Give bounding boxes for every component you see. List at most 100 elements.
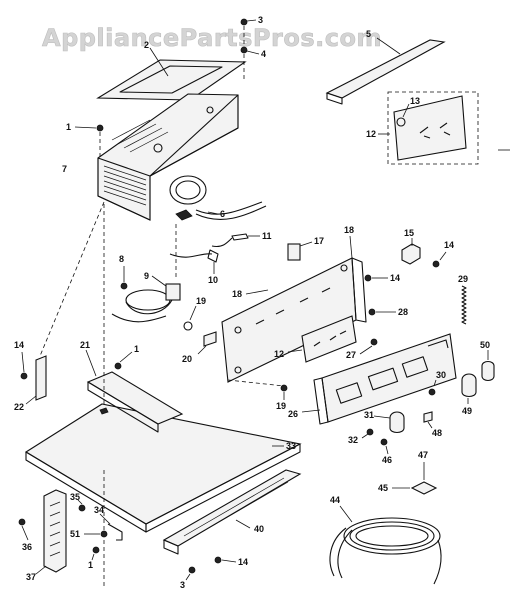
callout-14: 14 (14, 340, 24, 350)
knob-part-15 (401, 238, 421, 265)
callout-18: 18 (232, 289, 242, 299)
callout-13: 13 (410, 96, 420, 106)
clip-part-10 (169, 249, 219, 274)
screw-part-1-mid (114, 351, 133, 370)
callout-35: 35 (70, 492, 80, 502)
connector-part-17 (287, 241, 313, 261)
callout-31: 31 (364, 410, 374, 420)
callout-6: 6 (220, 209, 225, 219)
callout-40: 40 (254, 524, 264, 534)
base-pan (24, 403, 302, 533)
assembly-guide-lines (39, 132, 285, 588)
screw-part-3-bottom (185, 566, 196, 581)
callout-3: 3 (180, 580, 185, 590)
knob-part-49 (461, 373, 477, 404)
callout-51: 51 (70, 529, 80, 539)
top-cover-plate (96, 47, 247, 101)
callout-47: 47 (418, 450, 428, 460)
callout-8: 8 (119, 254, 124, 264)
trim-strip (325, 37, 446, 105)
callout-26: 26 (288, 409, 298, 419)
knob-part-50 (481, 350, 495, 382)
screw-part-14-bottom (214, 556, 237, 564)
side-bracket (20, 351, 47, 405)
screw-part-46 (380, 438, 389, 455)
housing-with-grille (97, 93, 239, 221)
screw-part-35 (77, 499, 86, 512)
callout-36: 36 (22, 542, 32, 552)
callout-10: 10 (208, 275, 218, 285)
callout-11: 11 (262, 231, 272, 241)
callout-17: 17 (314, 236, 324, 246)
callout-29: 29 (458, 274, 468, 284)
power-cord (329, 505, 442, 585)
fan-motor-coil (169, 175, 267, 221)
callout-19: 19 (276, 401, 286, 411)
front-control-panel (301, 333, 457, 425)
callout-45: 45 (378, 483, 388, 493)
knob-part-31 (373, 411, 405, 434)
decal-inset (378, 91, 479, 165)
screw-part-4-top (240, 26, 260, 80)
screw-part-28 (368, 308, 396, 316)
screw-part-1-bottom (91, 546, 100, 561)
callout-18: 18 (344, 225, 354, 235)
callout-34: 34 (94, 505, 104, 515)
spring-part-29 (461, 285, 467, 325)
screw-part-32 (361, 428, 374, 439)
callout-37: 37 (26, 572, 36, 582)
callout-4: 4 (261, 49, 266, 59)
callout-30: 30 (436, 370, 446, 380)
callout-46: 46 (382, 455, 392, 465)
watermark: AppliancePartsPros.com (42, 24, 382, 52)
callout-27: 27 (346, 350, 356, 360)
screw-part-1-top (74, 124, 104, 132)
screw-part-3-top (240, 18, 257, 26)
callout-9: 9 (144, 271, 149, 281)
callout-44: 44 (330, 495, 340, 505)
callout-12: 12 (366, 129, 376, 139)
callout-32: 32 (348, 435, 358, 445)
callout-20: 20 (182, 354, 192, 364)
control-panel-bracket (221, 235, 367, 383)
wire-lead-part-11 (211, 233, 260, 248)
clip-part-34 (99, 513, 123, 541)
knob-part-30 (428, 379, 437, 396)
callout-1: 1 (134, 344, 139, 354)
callout-21: 21 (80, 340, 90, 350)
junction-block (392, 462, 438, 495)
callout-28: 28 (398, 307, 408, 317)
callout-1: 1 (88, 560, 93, 570)
callout-12: 12 (274, 349, 284, 359)
clip-part-48 (423, 411, 433, 429)
callout-22: 22 (14, 402, 24, 412)
callout-labels: 3 4 5 2 1 7 13 12 6 11 17 15 14 18 14 8 … (14, 15, 490, 590)
thermostat-bulb (111, 266, 181, 323)
vertical-bracket (35, 489, 67, 575)
callout-3: 3 (258, 15, 263, 25)
screw-part-14-right (432, 251, 447, 268)
callout-48: 48 (432, 428, 442, 438)
callout-14: 14 (238, 557, 248, 567)
callout-14: 14 (390, 273, 400, 283)
callout-49: 49 (462, 406, 472, 416)
callout-50: 50 (480, 340, 490, 350)
callout-33: 33 (286, 441, 296, 451)
screw-part-19b (280, 384, 288, 400)
callout-14: 14 (444, 240, 454, 250)
washer-part-51 (84, 530, 108, 538)
screw-part-14-mid (364, 274, 388, 282)
callout-1: 1 (66, 122, 71, 132)
callout-5: 5 (366, 29, 371, 39)
bracket-part-20 (197, 331, 217, 355)
callout-15: 15 (404, 228, 414, 238)
grommet-part-19a (183, 305, 197, 331)
screw-part-36 (18, 518, 29, 541)
callout-19: 19 (196, 296, 206, 306)
slide-rail (162, 469, 302, 555)
callout-2: 2 (144, 40, 149, 50)
screw-part-27 (359, 338, 378, 355)
decal-lower (287, 315, 357, 363)
callout-7: 7 (62, 164, 67, 174)
